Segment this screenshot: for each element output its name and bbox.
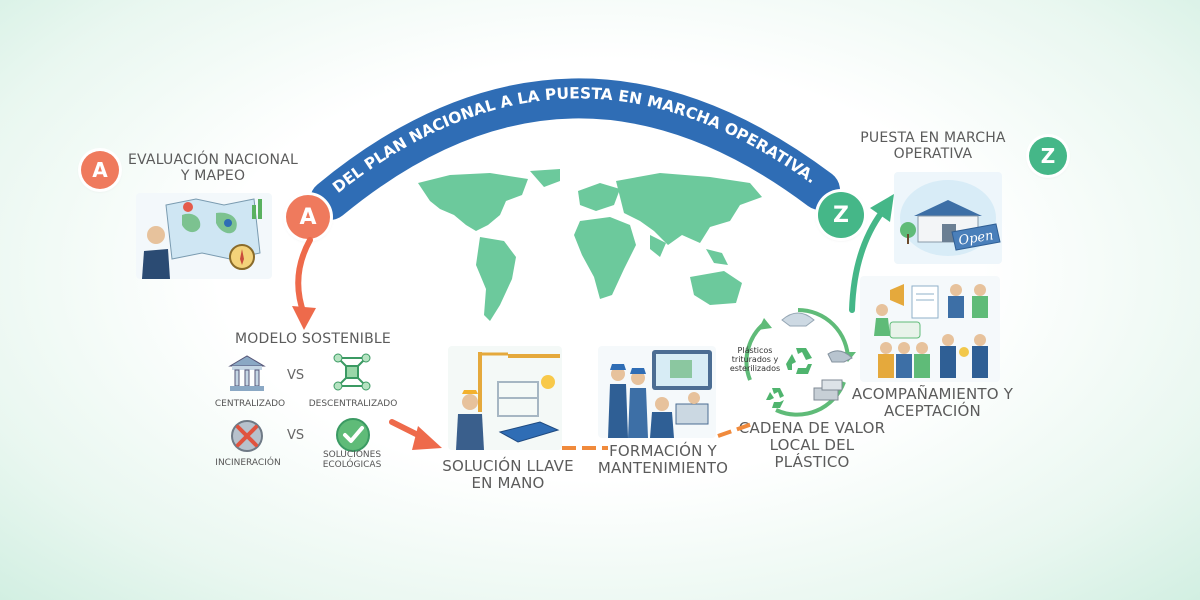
vs-label-1: VS <box>287 368 305 383</box>
step-cadena-label: CADENA DE VALOR LOCAL DEL PLÁSTICO <box>738 419 886 471</box>
open-sign: Open <box>958 228 995 248</box>
step-formacion-label: FORMACIÓN Y MANTENIMIENTO <box>597 442 729 477</box>
eco-check-icon <box>336 418 370 452</box>
marker-z-arc: Z <box>818 192 864 238</box>
centralizado-label: CENTRALIZADO <box>214 399 286 409</box>
training-maintenance-illustration <box>598 346 716 438</box>
step-puesta-label: PUESTA EN MARCHA OPERATIVA <box>860 130 1006 162</box>
marker-a-arc: A <box>286 195 330 239</box>
incineration-cross-icon <box>231 420 263 452</box>
plant-opening-illustration: Open <box>894 172 1002 264</box>
descentralizado-label: DESCENTRALIZADO <box>308 399 398 409</box>
step-solucion-label: SOLUCIÓN LLAVE EN MANO <box>442 457 574 492</box>
decentralized-icon <box>333 353 371 391</box>
cadena-note: Plásticos triturados y esterilizados <box>729 346 781 373</box>
step-modelo-label: MODELO SOSTENIBLE <box>235 331 391 347</box>
marker-z-right: Z <box>1029 137 1067 175</box>
support-acceptance-illustration <box>860 276 1000 382</box>
arrow-modelo-to-solucion <box>389 419 442 450</box>
step-acompanamiento-label: ACOMPAÑAMIENTO Y ACEPTACIÓN <box>851 385 1014 420</box>
evaluation-map-illustration <box>136 193 272 279</box>
incineracion-label: INCINERACIÓN <box>215 458 281 468</box>
arrow-evaluacion-to-modelo <box>292 237 316 330</box>
turnkey-solution-illustration <box>448 346 562 450</box>
connector-formacion-cadena <box>717 422 753 438</box>
world-map <box>418 169 762 321</box>
vs-label-2: VS <box>287 428 305 443</box>
marker-a-left: A <box>81 151 119 189</box>
connector-solucion-formacion <box>562 446 608 450</box>
arrow-to-puesta-en-marcha <box>849 194 894 313</box>
soluciones-label: SOLUCIONES ECOLÓGICAS <box>322 450 382 470</box>
plastic-value-chain-illustration <box>744 308 856 417</box>
step-evaluacion-label: EVALUACIÓN NACIONAL Y MAPEO <box>128 152 299 184</box>
centralized-icon <box>228 355 266 391</box>
